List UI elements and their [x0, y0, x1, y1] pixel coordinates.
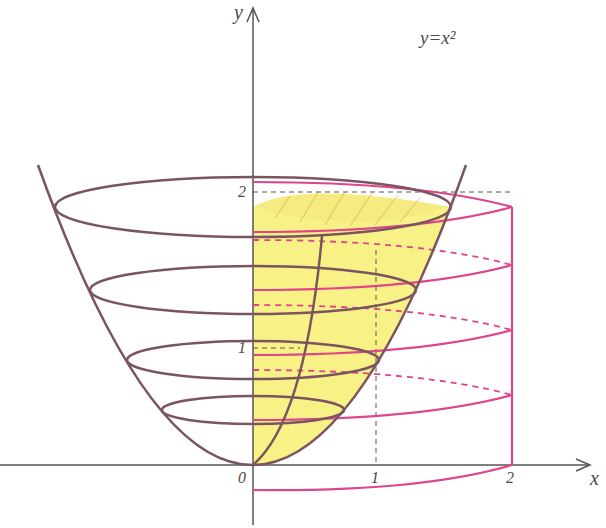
paraboloid — [38, 165, 466, 465]
tick-label: 1 — [371, 470, 379, 486]
guide-lines — [253, 192, 512, 465]
yellow-slice — [253, 207, 451, 465]
axis-label: y — [234, 2, 243, 22]
tick-label: 2 — [506, 470, 514, 486]
axis-label: x — [590, 468, 599, 488]
slice-cap — [253, 194, 451, 223]
tick-label: 2 — [238, 184, 246, 200]
curve-label: y=x² — [420, 28, 455, 47]
cap-hatching — [275, 192, 420, 226]
tick-label: 0 — [238, 470, 246, 486]
cylinder — [253, 182, 512, 490]
tick-label: 1 — [238, 340, 246, 356]
cylinder-back — [253, 240, 512, 395]
axes — [0, 8, 590, 525]
